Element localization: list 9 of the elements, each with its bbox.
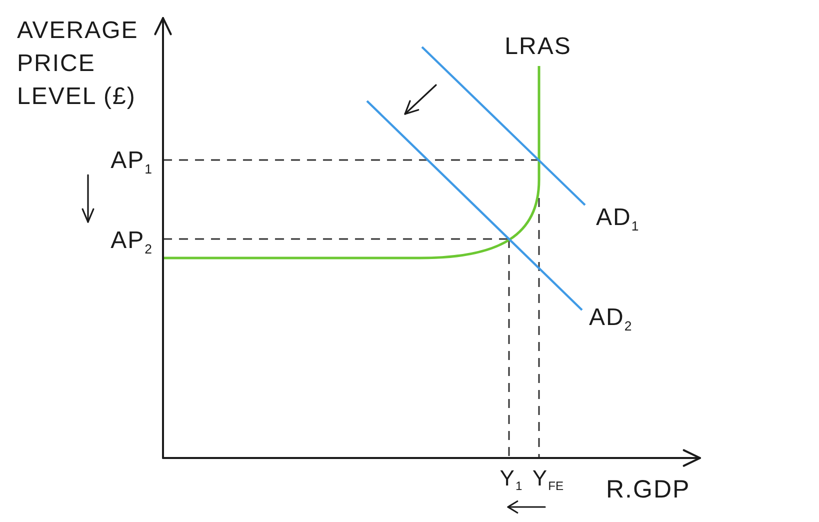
output-label: Y$_{FE}$ <box>532 465 564 491</box>
axis-title: AVERAGE PRICE LEVEL (£) <box>17 16 140 112</box>
curve-label: LRAS <box>504 33 572 61</box>
axis-title: R.GDP <box>606 476 690 504</box>
curve-label: AD$_{2}$ <box>589 304 632 332</box>
price-level-label: AP$_{2}$ <box>110 227 152 255</box>
curve-label: AD$_{1}$ <box>596 204 639 232</box>
output-label: Y$_{1}$ <box>500 465 522 491</box>
price-level-label: AP$_{1}$ <box>110 147 152 175</box>
